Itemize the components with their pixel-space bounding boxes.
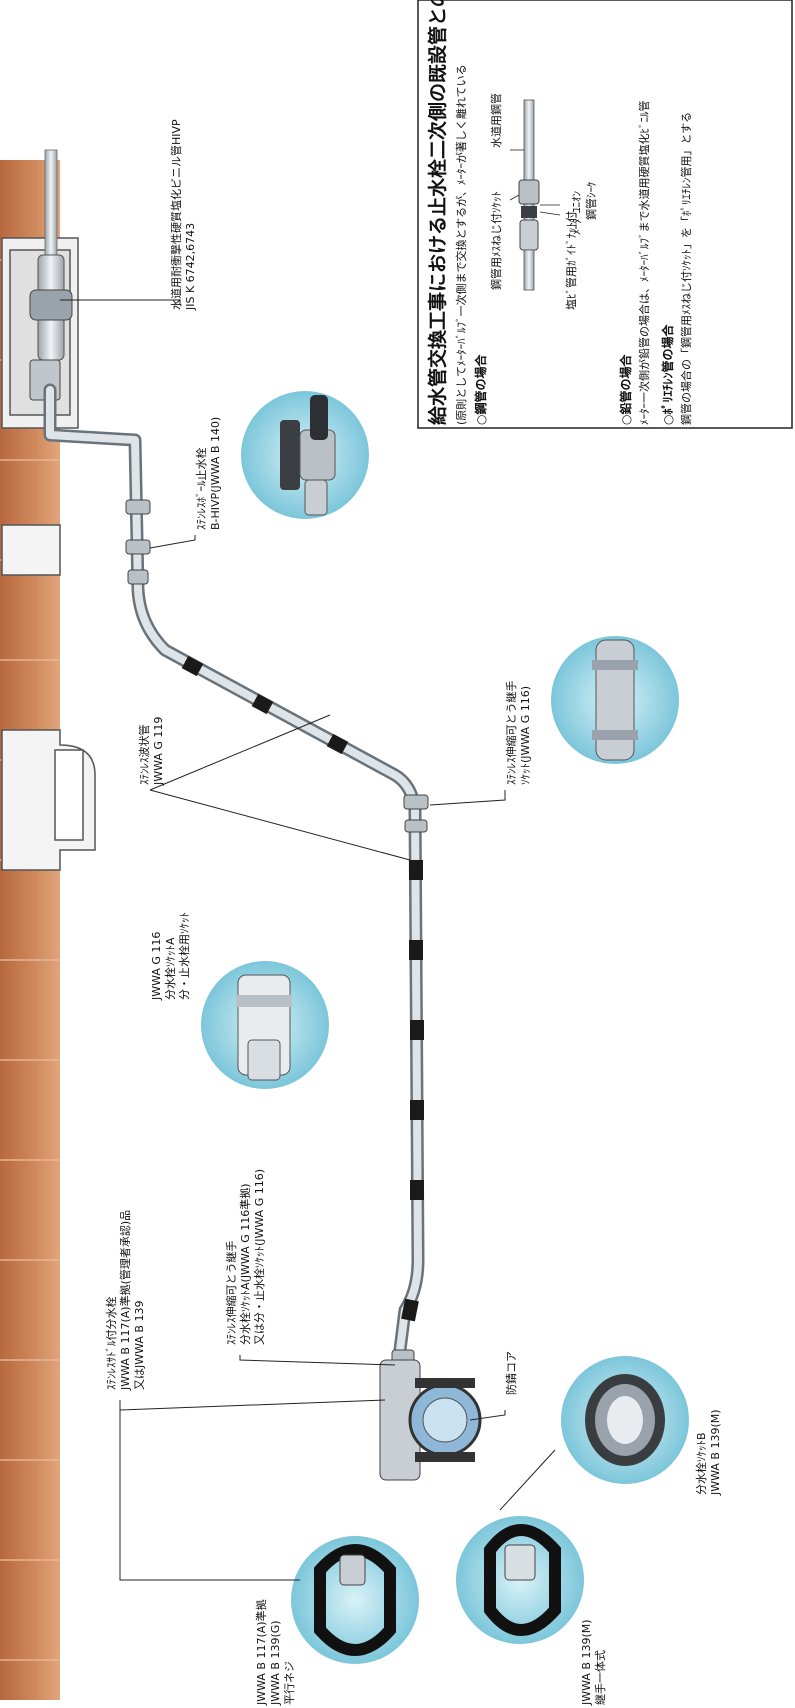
inset-lead-note: ﾒｰﾀｰ一次側が鉛管の場合は、ﾒｰﾀｰﾊﾞﾙﾌﾞまで水道用硬質塩化ﾋﾞﾆﾙ管: [637, 101, 651, 426]
inset-steel-case-text: ○鋼管の場合: [473, 354, 488, 425]
inset-box: 給水管交換工事における止水栓二次側の既設管との接続 (原則としてﾒｰﾀｰﾊﾞﾙﾌ…: [417, 0, 793, 429]
label-socket-b-line2: JWWA B 139(M): [709, 1409, 722, 1496]
label-expansion-socket-line1: ｽﾃﾝﾚｽ伸縮可とう継手: [504, 681, 518, 786]
label-hivp-line1: 水道用耐衝撃性硬質塩化ビニル管HIVP: [169, 119, 183, 310]
corrugated-bands: [181, 655, 424, 1322]
inset-label-water-steel: 水道用鋼管: [489, 93, 503, 148]
inset-label-pvc-guide: 塩ﾋﾞ管用ｶﾞｲﾄﾞﾅｯﾄ付: [564, 211, 578, 310]
meter-assembly: [29, 149, 73, 401]
label-saddle-flat-line2: JWWA B 139(G): [269, 1620, 282, 1706]
label-corrugated-line1: ｽﾃﾝﾚｽ波状管: [137, 725, 151, 786]
label-expansion-joint-line2: 分水栓ｿｹｯﾄA(JWWA G 116準拠): [238, 1183, 252, 1345]
inset-fitting-drawing: [518, 99, 540, 291]
label-socket-a-line1: JWWA G 116: [150, 932, 163, 1001]
inset-pvc-guide-text: 塩ﾋﾞ管用ｶﾞｲﾄﾞﾅｯﾄ付: [564, 211, 578, 310]
label-anticorrosion-line1: 防錆コア: [504, 1351, 518, 1395]
label-saddle-flat-line1: JWWA B 117(A)準拠: [254, 1599, 268, 1706]
label-saddle-valve-line2: JWWA B 117(A)準拠(管理者承認)品: [118, 1210, 132, 1391]
label-saddle-integral-line1: JWWA B 139(M): [580, 1619, 593, 1706]
pipe-fittings: [125, 499, 429, 1365]
label-ball-valve-line1: ｽﾃﾝﾚｽﾎﾞｰﾙ止水栓: [194, 448, 208, 531]
socket-b-bubble: [561, 1356, 689, 1484]
leader-lines: [60, 299, 556, 1581]
label-saddle-valve: ｽﾃﾝﾚｽｻﾄﾞﾙ付分水栓 JWWA B 117(A)準拠(管理者承認)品 又は…: [104, 1210, 146, 1391]
inset-meter-union-text: ﾒｰﾀｰﾕﾆｵﾝ: [570, 191, 583, 235]
label-socket-a-line2: 分水栓ｿｹｯﾄA: [163, 937, 177, 1000]
label-expansion-joint-line1: ｽﾃﾝﾚｽ伸縮可とう継手: [224, 1241, 238, 1346]
inset-label-meter-union: ﾒｰﾀｰﾕﾆｵﾝ: [570, 191, 583, 235]
inset-water-steel-text: 水道用鋼管: [489, 93, 503, 148]
saddle-flat-bubble: [291, 1536, 419, 1664]
inset-lead-case-text: ○鉛管の場合: [618, 354, 633, 425]
inset-pe-note-text: 鋼管の場合の「鋼管用ﾒｽねじ付ｿｹｯﾄ」を「ﾎﾟﾘｴﾁﾚﾝ管用」とする: [679, 112, 693, 425]
label-anticorrosion-core: 防錆コア: [504, 1351, 518, 1395]
saddle-valve-on-main: [379, 1359, 482, 1481]
label-expansion-joint-line3: 又は分・止水栓ｿｹｯﾄ(JWWA G 116): [252, 1169, 266, 1345]
label-saddle-integral: JWWA B 139(M) 継手一体式: [580, 1619, 607, 1706]
road-curb: [1, 524, 96, 871]
expansion-socket-bubble: [551, 636, 679, 764]
inset-lead-note-text: ﾒｰﾀｰ一次側が鉛管の場合は、ﾒｰﾀｰﾊﾞﾙﾌﾞまで水道用硬質塩化ﾋﾞﾆﾙ管: [637, 101, 651, 426]
label-corrugated-line2: JWWA G 119: [152, 717, 165, 786]
service-pipe: [43, 383, 425, 1357]
inset-lead-case: ○鉛管の場合: [618, 354, 633, 425]
inset-female-socket-text: 鋼管用ﾒｽねじ付ｿｹｯﾄ: [489, 191, 503, 290]
inset-title: 給水管交換工事における止水栓二次側の既設管との接続: [426, 0, 449, 425]
inset-steel-sieve-text: 鋼管ｼｰｹ: [584, 182, 598, 221]
label-hivp-line2: JIS K 6742,6743: [184, 223, 197, 311]
label-socket-a-line3: 分・止水栓用ｿｹｯﾄ: [177, 912, 191, 1000]
inset-steel-case: ○鋼管の場合: [473, 354, 488, 425]
label-saddle-valve-line1: ｽﾃﾝﾚｽｻﾄﾞﾙ付分水栓: [104, 1297, 118, 1391]
label-ball-valve-line2: B-HIVP(JWWA B 140): [209, 417, 222, 530]
inset-pe-note: 鋼管の場合の「鋼管用ﾒｽねじ付ｿｹｯﾄ」を「ﾎﾟﾘｴﾁﾚﾝ管用」とする: [679, 112, 693, 425]
label-corrugated-pipe: ｽﾃﾝﾚｽ波状管 JWWA G 119: [137, 717, 165, 786]
label-expansion-socket-line2: ｿｹｯﾄ(JWWA G 116): [519, 686, 532, 785]
label-saddle-flat: JWWA B 117(A)準拠 JWWA B 139(G) 平行ネジ: [254, 1599, 296, 1706]
inset-note-text: (原則としてﾒｰﾀｰﾊﾞﾙﾌﾞ一次側まで交換とするが、ﾒｰﾀｰが著しく離れている: [454, 64, 468, 425]
label-socket-b: 分水栓ｿｹｯﾄB JWWA B 139(M): [694, 1409, 722, 1496]
label-saddle-integral-line2: 継手一体式: [593, 1650, 607, 1705]
label-socket-a: JWWA G 116 分水栓ｿｹｯﾄA 分・止水栓用ｿｹｯﾄ: [150, 912, 191, 1001]
inset-title-text: 給水管交換工事における止水栓二次側の既設管との接続: [426, 0, 449, 425]
label-saddle-flat-line3: 平行ネジ: [283, 1661, 296, 1705]
ball-stop-valve-bubble: [241, 391, 369, 519]
label-saddle-valve-line3: 又はJWWA B 139: [133, 1301, 146, 1390]
inset-note: (原則としてﾒｰﾀｰﾊﾞﾙﾌﾞ一次側まで交換とするが、ﾒｰﾀｰが著しく離れている: [454, 64, 468, 425]
inset-label-female-socket: 鋼管用ﾒｽねじ付ｿｹｯﾄ: [489, 191, 503, 290]
label-socket-b-line1: 分水栓ｿｹｯﾄB: [694, 1432, 708, 1495]
inset-leaders: [509, 149, 561, 216]
inset-pe-case: ○ﾎﾟﾘｴﾁﾚﾝ管の場合: [660, 324, 675, 425]
label-ball-stop-valve: ｽﾃﾝﾚｽﾎﾞｰﾙ止水栓 B-HIVP(JWWA B 140): [194, 417, 222, 530]
label-expansion-socket: ｽﾃﾝﾚｽ伸縮可とう継手 ｿｹｯﾄ(JWWA G 116): [504, 681, 532, 786]
inset-pe-case-text: ○ﾎﾟﾘｴﾁﾚﾝ管の場合: [660, 324, 675, 425]
socket-a-bubble: [201, 961, 329, 1089]
label-expansion-joint-full: ｽﾃﾝﾚｽ伸縮可とう継手 分水栓ｿｹｯﾄA(JWWA G 116準拠) 又は分・…: [224, 1169, 266, 1345]
inset-label-steel-sieve: 鋼管ｼｰｹ: [584, 182, 598, 221]
label-hivp-pipe: 水道用耐衝撃性硬質塩化ビニル管HIVP JIS K 6742,6743: [169, 119, 197, 311]
saddle-integral-bubble: [456, 1516, 584, 1644]
